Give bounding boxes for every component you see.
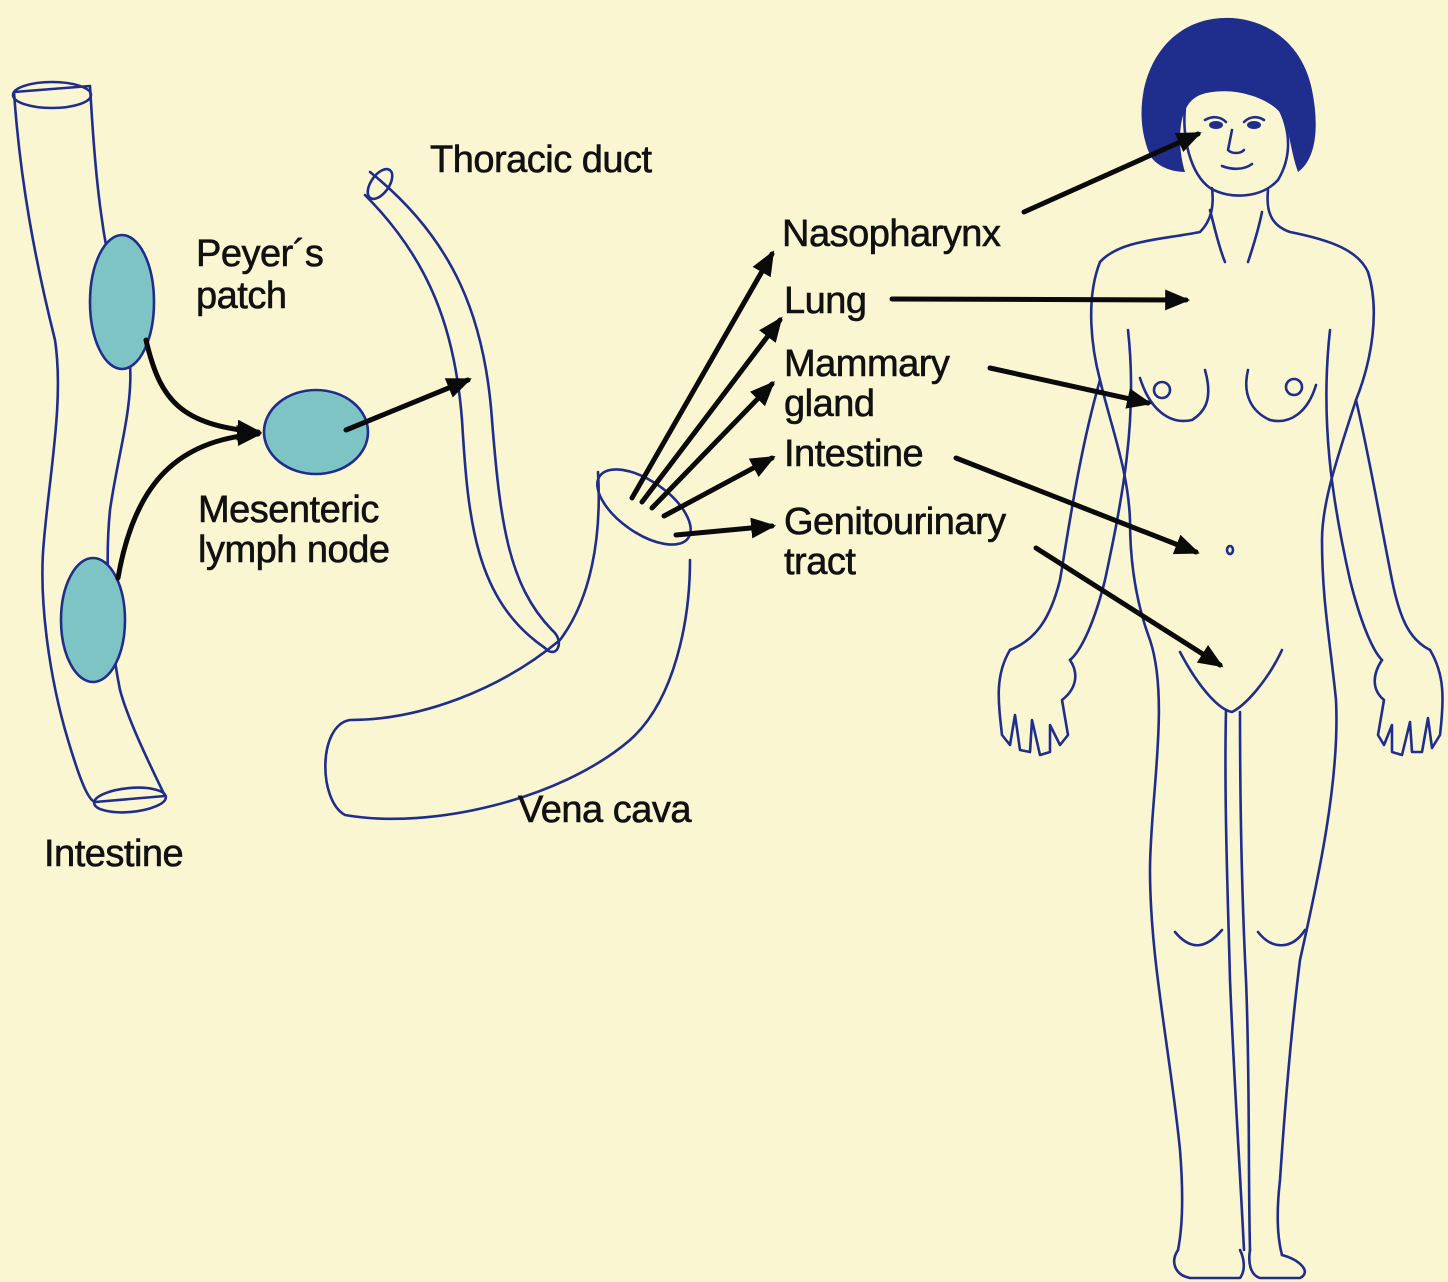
label-mesenteric-line2: lymph node xyxy=(198,529,389,571)
arrow-to-intestine xyxy=(664,458,772,516)
human-figure xyxy=(999,18,1443,1278)
intestine-tube xyxy=(13,82,167,815)
arrow-upper-patch-to-node xyxy=(146,340,258,432)
peyers-patch-upper xyxy=(90,235,154,369)
peyers-patch-lower xyxy=(61,558,125,682)
label-mammary-line2: gland xyxy=(784,383,874,425)
label-intestine-right: Intestine xyxy=(784,433,923,475)
arrow-genitourinary-to-pelvis xyxy=(1036,548,1220,665)
arrow-nasopharynx-to-nose xyxy=(1024,134,1198,212)
vena-cava-vessel xyxy=(325,455,703,819)
label-nasopharynx: Nasopharynx xyxy=(782,213,1001,255)
label-genitourinary-line2: tract xyxy=(784,541,856,583)
arrow-node-to-duct xyxy=(346,380,468,430)
label-genitourinary-line1: Genitourinary xyxy=(784,501,1006,543)
label-mesenteric-line1: Mesenteric xyxy=(198,489,379,531)
arrow-to-nasopharynx xyxy=(632,254,772,498)
label-intestine-left: Intestine xyxy=(44,833,183,875)
mesenteric-lymph-node xyxy=(264,390,368,474)
label-mammary-line1: Mammary xyxy=(784,343,950,385)
label-lung: Lung xyxy=(784,280,867,322)
arrow-lung-to-chest xyxy=(892,299,1186,300)
label-peyers-patch-line1: Peyer´s xyxy=(196,233,323,275)
arrow-to-lung xyxy=(642,320,780,502)
label-thoracic-duct: Thoracic duct xyxy=(430,139,653,181)
label-vena-cava: Vena cava xyxy=(518,789,692,831)
arrow-mammary-to-breast xyxy=(990,368,1148,403)
label-peyers-patch-line2: patch xyxy=(196,275,286,317)
